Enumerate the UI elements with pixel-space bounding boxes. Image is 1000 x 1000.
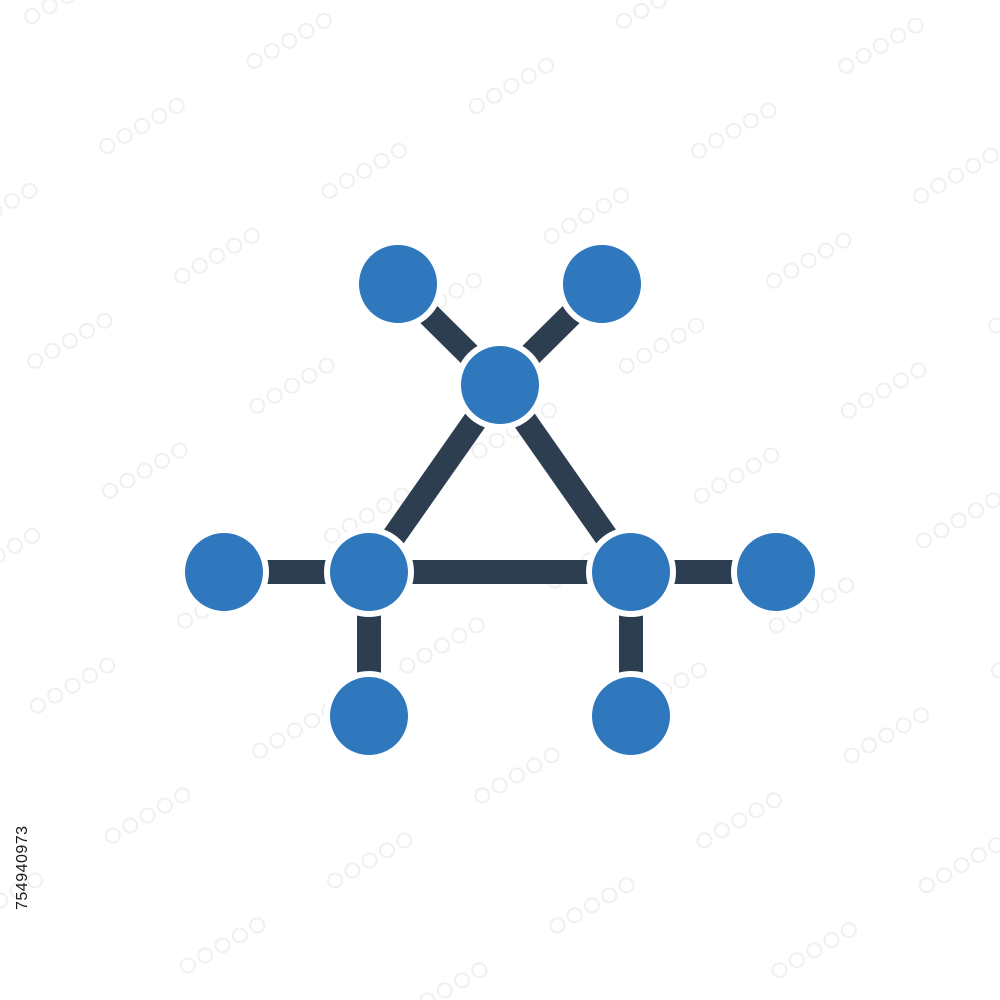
- atom-bottom-left: [324, 671, 414, 761]
- atom-top-right: [557, 239, 647, 329]
- atom-far-left: [179, 527, 269, 617]
- atom-right: [586, 527, 676, 617]
- stock-id-label: 754940973: [14, 825, 31, 910]
- atom-top-left: [353, 239, 443, 329]
- atom-group: [179, 239, 821, 761]
- atom-apex: [455, 340, 545, 430]
- atom-far-right: [731, 527, 821, 617]
- atom-left: [324, 527, 414, 617]
- atom-bottom-right: [586, 671, 676, 761]
